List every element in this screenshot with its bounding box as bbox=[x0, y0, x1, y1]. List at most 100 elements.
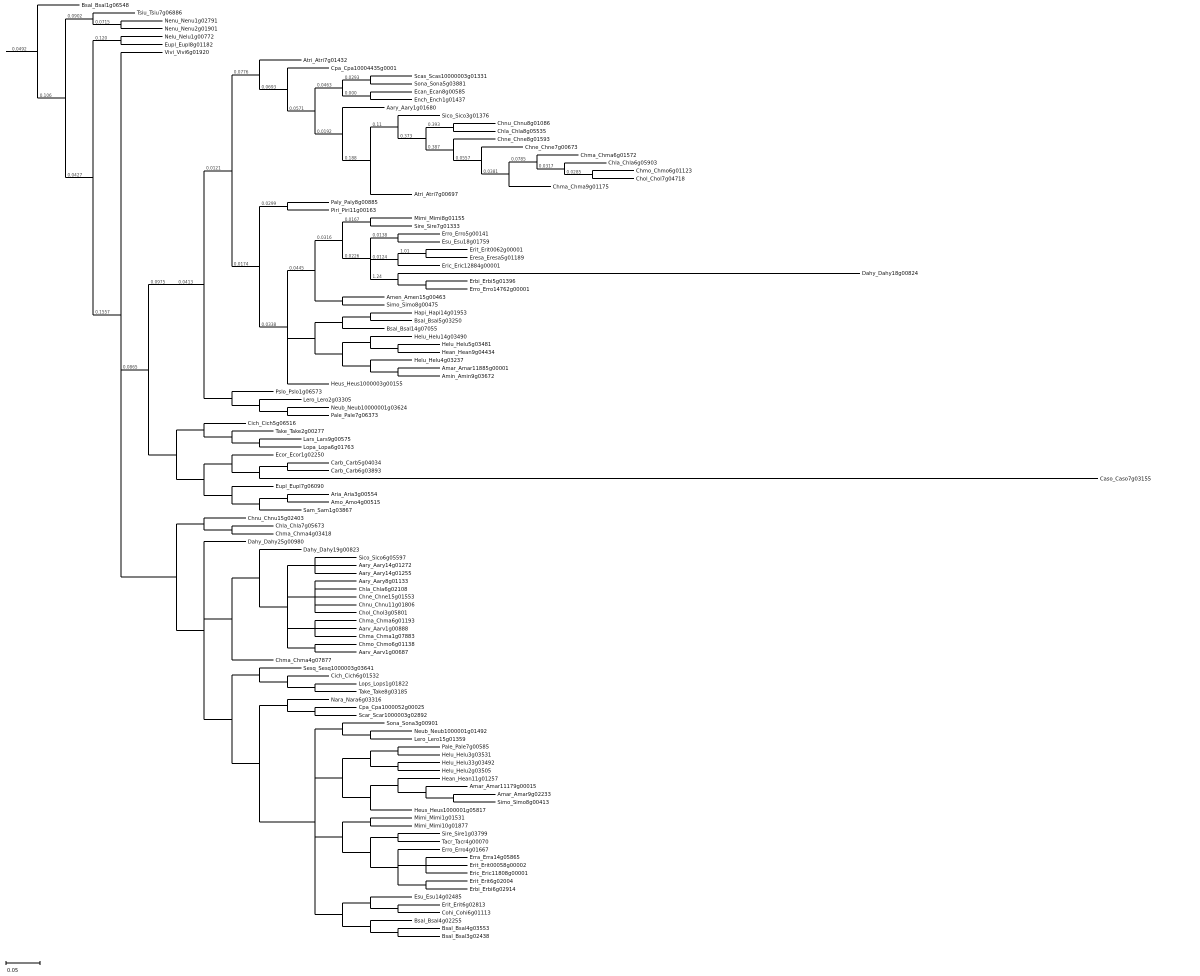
leaf-label: Helu_Helu5g03481 bbox=[442, 342, 491, 348]
leaf-label: Chma_Chma1g07883 bbox=[359, 634, 415, 640]
branch-length-label: 0.0338 bbox=[262, 322, 277, 327]
leaf-label: Nenu_Nenu1g02791 bbox=[165, 19, 218, 25]
leaf-label: Simo_Simo8g00413 bbox=[497, 800, 549, 806]
leaf-label: Simo_Simo8g00475 bbox=[387, 303, 439, 309]
leaf-label: Paly_Paly8g00885 bbox=[331, 200, 378, 206]
leaf-label: Lars_Lars9g00575 bbox=[303, 437, 351, 443]
leaf-label: Dahy_Dahy25g00980 bbox=[248, 540, 304, 546]
leaf-label: Sico_Sico3g01376 bbox=[442, 113, 489, 119]
branch-length-label: 0.0299 bbox=[262, 201, 277, 206]
leaf-label: Eupl_Eupl7g06090 bbox=[276, 484, 324, 490]
leaf-label: Sesq_Sesq1000003g03641 bbox=[303, 666, 373, 672]
branch-length-label: 0.000 bbox=[345, 91, 357, 96]
leaf-label: Chnu_Chnu8g01086 bbox=[497, 121, 550, 127]
leaf-label: Sire_Sire1g03799 bbox=[442, 832, 488, 838]
leaf-label: Helu_Helu14g03490 bbox=[414, 334, 467, 340]
branch-length-label: 0.0192 bbox=[317, 129, 332, 134]
leaf-label: Aarv_Aarv1g00687 bbox=[359, 650, 409, 656]
branch-length-label: 0.0463 bbox=[317, 83, 332, 88]
leaf-label: Erit_Erit6g02813 bbox=[442, 903, 485, 909]
tree-branches bbox=[6, 4, 1098, 937]
leaf-label: Eric_Eric11808g00001 bbox=[470, 871, 528, 877]
leaf-labels: Bsal_Bsal1g06548Tsiu_Tsiu7g06886Nenu_Nen… bbox=[82, 3, 1152, 940]
leaf-label: Neub_Neub1000001g01492 bbox=[414, 729, 487, 735]
leaf-label: Erra_Erra14g05865 bbox=[470, 855, 520, 861]
leaf-label: Lopa_Lopa6g01763 bbox=[303, 445, 354, 451]
branch-length-label: 0.0316 bbox=[317, 235, 332, 240]
leaf-label: Scar_Scar1000003g02892 bbox=[359, 713, 427, 719]
leaf-label: Bsal_Bsal4g03553 bbox=[442, 926, 489, 932]
leaf-label: Ench_Ench1g01437 bbox=[414, 98, 465, 104]
leaf-label: Eric_Eric12884g00001 bbox=[442, 263, 500, 269]
leaf-label: Amo_Amo4g00515 bbox=[331, 500, 380, 506]
leaf-label: Erro_Erro4g01667 bbox=[442, 847, 489, 853]
branch-length-label: 0.393 bbox=[428, 122, 440, 127]
leaf-label: Aary_Aary1g01680 bbox=[387, 105, 437, 111]
leaf-label: Cich_Cich6g01532 bbox=[331, 674, 379, 680]
branch-length-label: 0.0785 bbox=[511, 157, 526, 162]
leaf-label: Scas_Scas10000003g01331 bbox=[414, 74, 487, 80]
leaf-label: Chnu_Chnu11g01806 bbox=[359, 603, 415, 609]
leaf-label: Chne_Chne8g01593 bbox=[497, 137, 549, 143]
leaf-label: Chma_Chma6g01193 bbox=[359, 618, 415, 624]
leaf-label: Chnu_Chnu15g02403 bbox=[248, 516, 304, 522]
branch-length-label: 0.0285 bbox=[567, 170, 582, 175]
leaf-label: Bsal_Bsal5g03250 bbox=[414, 319, 461, 325]
leaf-label: Amar_Amar11179g00015 bbox=[470, 784, 537, 790]
leaf-label: Esu_Esu14g02485 bbox=[414, 895, 462, 901]
branch-length-label: 0.373 bbox=[400, 133, 412, 138]
leaf-label: Esu_Esu18g01759 bbox=[442, 240, 490, 246]
branch-length-label: 0.106 bbox=[40, 93, 52, 98]
leaf-label: Chma_Chma4g07877 bbox=[276, 658, 332, 664]
branch-length-label: 0.0557 bbox=[456, 155, 471, 160]
branch-length-label: 0.0317 bbox=[539, 164, 554, 169]
branch-length-label: 0.0427 bbox=[68, 172, 83, 177]
branch-length-label: 0.0226 bbox=[345, 253, 360, 258]
leaf-label: Erbi_Erbi6g02914 bbox=[470, 887, 517, 893]
branch-length-label: 0.188 bbox=[345, 156, 357, 161]
leaf-label: Chol_Chol7g04718 bbox=[636, 176, 685, 182]
leaf-label: Pslo_Pslo1g06573 bbox=[276, 390, 322, 396]
leaf-label: Nelu_Nelu1g00772 bbox=[165, 34, 214, 40]
leaf-label: Caso_Caso7g03155 bbox=[1100, 476, 1151, 482]
leaf-label: Ecor_Ecor1g02250 bbox=[276, 453, 325, 459]
leaf-label: Erit_Erit6g02004 bbox=[470, 879, 514, 885]
branch-length-label: 0.0293 bbox=[345, 75, 360, 80]
leaf-label: Take_Take8g03185 bbox=[358, 690, 408, 696]
leaf-label: Vivi_Vivi6g01920 bbox=[165, 50, 209, 56]
leaf-label: Sona_Sona3g00901 bbox=[387, 721, 439, 727]
leaf-label: Carb_Carb5g04034 bbox=[331, 461, 382, 467]
leaf-label: Amen_Amen15g00463 bbox=[387, 295, 446, 301]
branch-length-label: 0.0865 bbox=[123, 365, 138, 370]
leaf-label: Heus_Heus1000001g05817 bbox=[414, 808, 486, 814]
leaf-label: Eresa_Eresa5g01189 bbox=[470, 255, 524, 261]
leaf-label: Atri_Atri7g01432 bbox=[303, 58, 347, 64]
leaf-label: Hean_Hean9g04434 bbox=[442, 350, 496, 356]
leaf-label: Erro_Erro5g00141 bbox=[442, 232, 489, 238]
leaf-label: Helu_Helu2g03505 bbox=[442, 768, 491, 774]
leaf-label: Chmo_Chmo6g01123 bbox=[636, 169, 692, 175]
leaf-label: Ecan_Ecan8g00585 bbox=[414, 90, 465, 96]
leaf-label: Chol_Chol3g05801 bbox=[359, 611, 408, 617]
leaf-label: Eupl_Eupl8g01182 bbox=[165, 42, 213, 48]
leaf-label: Erit_Erit0062g00001 bbox=[470, 248, 523, 254]
branch-length-label: 0.0715 bbox=[95, 20, 110, 25]
branch-length-label: 0.0492 bbox=[12, 46, 27, 51]
leaf-label: Cohi_Cohi6g01113 bbox=[442, 910, 491, 916]
leaf-label: Erro_Erro14762g00001 bbox=[470, 287, 530, 293]
leaf-label: Sico_Sico6g05597 bbox=[359, 555, 406, 561]
branch-length-label: 0.0138 bbox=[373, 233, 388, 238]
leaf-label: Take_Take2g00277 bbox=[275, 429, 325, 435]
leaf-label: Bsal_Bsal14g07055 bbox=[387, 326, 438, 332]
leaf-label: Chla_Chla6g02108 bbox=[359, 587, 408, 593]
leaf-label: Mimi_Mimi1g01531 bbox=[414, 816, 465, 822]
branch-length-label: 0.120 bbox=[95, 35, 107, 40]
leaf-label: Erbi_Erbi5g01396 bbox=[470, 279, 516, 285]
leaf-label: Carb_Carb6g03893 bbox=[331, 469, 381, 475]
branch-length-label: 0.0124 bbox=[373, 254, 388, 259]
leaf-label: Helu_Helu3g03531 bbox=[442, 753, 491, 759]
leaf-label: Aary_Aary14g01255 bbox=[359, 571, 412, 577]
leaf-label: Lero_Lero2g03305 bbox=[303, 397, 351, 403]
leaf-label: Helu_Helu33g03492 bbox=[442, 761, 495, 767]
